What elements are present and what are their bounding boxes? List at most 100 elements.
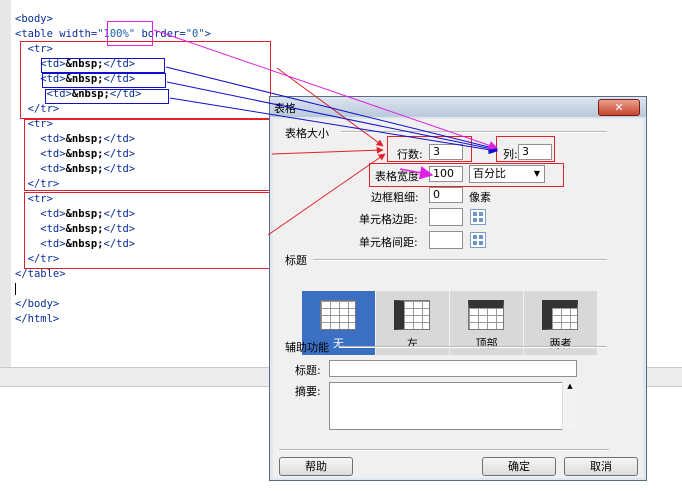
- code-token: </tr>: [15, 178, 60, 190]
- code-token: </html>: [15, 313, 60, 325]
- separator: [313, 259, 607, 261]
- code-token: </td>: [103, 238, 136, 250]
- border-unit: 像素: [469, 191, 491, 204]
- code-token: <td>: [15, 163, 66, 175]
- code-token: <td>: [15, 58, 66, 70]
- code-line[interactable]: </tr>: [15, 177, 211, 192]
- code-token: <tr>: [15, 193, 53, 205]
- code-token: </body>: [15, 298, 60, 310]
- table-top-header-icon: [468, 300, 504, 330]
- code-line[interactable]: <tr>: [15, 117, 211, 132]
- code-token: <body>: [15, 13, 53, 25]
- code-token: &nbsp;: [65, 73, 104, 85]
- annotation-box-width-attr: [107, 21, 153, 46]
- cols-input[interactable]: 3: [518, 144, 552, 160]
- code-token: &nbsp;: [65, 58, 104, 70]
- code-token: <td>: [15, 88, 72, 100]
- code-line[interactable]: <td>&nbsp;</td>: [15, 87, 211, 102]
- separator: [339, 346, 607, 348]
- close-icon: ✕: [614, 101, 624, 114]
- code-token: </td>: [103, 223, 136, 235]
- cancel-button[interactable]: 取消: [564, 457, 638, 476]
- annotation-box-cell1: [41, 58, 165, 73]
- code-token: </td>: [103, 58, 136, 70]
- section-table-size: 表格大小: [285, 127, 329, 140]
- code-token: <td>: [15, 73, 66, 85]
- width-input[interactable]: 100: [429, 166, 463, 182]
- dialog-title: 表格: [274, 102, 296, 115]
- editor-gutter: [0, 0, 11, 367]
- code-token: "100%": [97, 28, 136, 40]
- annotation-box-cell2: [42, 73, 166, 88]
- code-token: </tr>: [15, 103, 60, 115]
- code-token: <tr>: [15, 43, 53, 55]
- summary-input[interactable]: [329, 382, 577, 430]
- separator: [341, 131, 607, 133]
- dialog-body: 表格大小 行数: 3 列: 3 表格宽度 100 百分比 ▼ 边框粗细: 0 像…: [273, 119, 643, 478]
- code-token: </td>: [103, 73, 136, 85]
- code-line[interactable]: <td>&nbsp;</td>: [15, 57, 211, 72]
- dialog-titlebar[interactable]: 表格 ✕: [270, 97, 646, 117]
- summary-scrollbar[interactable]: ▲: [562, 382, 577, 430]
- annotation-box-width-field: [369, 163, 564, 187]
- spacing-grid-icon[interactable]: [470, 232, 486, 248]
- code-line[interactable]: <td>&nbsp;</td>: [15, 147, 211, 162]
- code-line[interactable]: <td>&nbsp;</td>: [15, 132, 211, 147]
- close-button[interactable]: ✕: [598, 99, 640, 116]
- code-token: <td>: [15, 238, 66, 250]
- table-left-header-icon: [394, 300, 430, 330]
- border-input[interactable]: 0: [429, 187, 463, 203]
- code-line[interactable]: </tr>: [15, 252, 211, 267]
- caption-label: 标题:: [295, 364, 321, 377]
- summary-box: ▲: [329, 382, 577, 430]
- header-option-both[interactable]: 两者: [524, 291, 597, 355]
- code-token: <td>: [15, 133, 66, 145]
- code-line[interactable]: <td>&nbsp;</td>: [15, 222, 211, 237]
- border-label: 边框粗细:: [371, 191, 419, 204]
- header-option-left[interactable]: 左: [376, 291, 449, 355]
- code-line[interactable]: <td>&nbsp;</td>: [15, 162, 211, 177]
- code-token: &nbsp;: [71, 88, 110, 100]
- ok-button[interactable]: 确定: [482, 457, 556, 476]
- spacing-label: 单元格间距:: [359, 236, 418, 249]
- width-unit-value: 百分比: [473, 167, 506, 180]
- code-token: </td>: [103, 163, 136, 175]
- code-token: &nbsp;: [65, 133, 104, 145]
- text-caret: [15, 283, 16, 295]
- table-both-header-icon: [542, 300, 578, 330]
- spacing-input[interactable]: [429, 231, 463, 249]
- help-button[interactable]: 帮助: [279, 457, 353, 476]
- code-line[interactable]: <tr>: [15, 42, 211, 57]
- code-line[interactable]: <td>&nbsp;</td>: [15, 237, 211, 252]
- code-line[interactable]: [15, 282, 211, 297]
- header-option-label: 两者: [549, 337, 572, 350]
- header-option-none[interactable]: 无: [302, 291, 375, 355]
- code-token: </td>: [103, 148, 136, 160]
- code-token: </table>: [15, 268, 66, 280]
- code-line[interactable]: <body>: [15, 12, 211, 27]
- code-line[interactable]: </html>: [15, 312, 211, 327]
- code-token: &nbsp;: [65, 208, 104, 220]
- section-header: 标题: [285, 254, 307, 267]
- code-token: &nbsp;: [65, 238, 104, 250]
- annotation-box-cols-field: [496, 136, 555, 162]
- caption-input[interactable]: [329, 360, 577, 377]
- code-line[interactable]: </table>: [15, 267, 211, 282]
- padding-grid-icon[interactable]: [470, 209, 486, 225]
- code-line[interactable]: </tr>: [15, 102, 211, 117]
- header-option-label: 顶部: [475, 337, 498, 350]
- code-token: "0": [185, 28, 205, 40]
- header-option-top[interactable]: 顶部: [450, 291, 523, 355]
- code-line[interactable]: </body>: [15, 297, 211, 312]
- annotation-box-cell3: [45, 89, 169, 104]
- code-line[interactable]: <tr>: [15, 192, 211, 207]
- code-line[interactable]: <td>&nbsp;</td>: [15, 72, 211, 87]
- width-unit-select[interactable]: 百分比 ▼: [469, 165, 545, 183]
- scroll-up-icon: ▲: [567, 382, 573, 390]
- code-token: &nbsp;: [65, 223, 104, 235]
- code-token: >: [204, 28, 211, 40]
- table-none-icon: [320, 300, 356, 330]
- padding-input[interactable]: [429, 208, 463, 226]
- code-token: </td>: [109, 88, 142, 100]
- code-line[interactable]: <td>&nbsp;</td>: [15, 207, 211, 222]
